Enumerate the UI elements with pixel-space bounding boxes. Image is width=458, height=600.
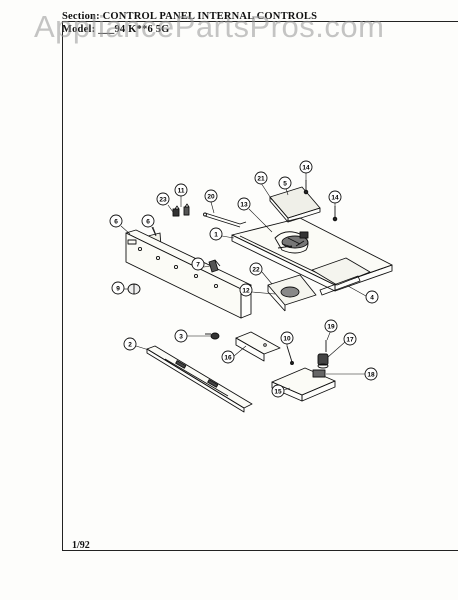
callout-label: 6 — [146, 218, 150, 225]
square-cover — [311, 257, 371, 296]
callout-label: 21 — [257, 175, 265, 182]
callout-label: 20 — [207, 193, 215, 200]
section-header: Section: CONTROL PANEL INTERNAL CONTROLS… — [62, 10, 317, 36]
callout-label: 22 — [252, 266, 260, 273]
channel-bracket — [235, 331, 281, 362]
leader-lines — [120, 173, 367, 391]
actuator-rod — [203, 212, 247, 228]
motor-bracket — [267, 274, 317, 312]
wire-connector — [286, 345, 294, 365]
callout-label: 18 — [367, 371, 375, 378]
callout-17: 17 — [343, 332, 357, 346]
callout-1: 1 — [209, 227, 223, 241]
callout-20: 20 — [204, 189, 218, 203]
watermark-logo: AppliancePartsPros.com — [34, 9, 385, 44]
bottom-rule — [62, 550, 458, 551]
callout-label: 4 — [370, 294, 374, 301]
callout-11: 11 — [174, 183, 188, 197]
callout-10: 10 — [280, 331, 294, 345]
callout-9: 9 — [111, 281, 125, 295]
callout-label: 1 — [214, 231, 218, 238]
callout-6-right: 6 — [141, 214, 155, 228]
callout-label: 23 — [159, 196, 167, 203]
model-line: Model: ___94 K**6 5G — [62, 24, 170, 35]
callout-label: 17 — [346, 336, 354, 343]
callout-6-left: 6 — [109, 214, 123, 228]
lower-bracket — [271, 367, 336, 402]
callout-4: 4 — [365, 290, 379, 304]
callout-label: 2 — [128, 341, 132, 348]
callout-label: 16 — [224, 354, 232, 361]
callout-7: 7 — [191, 257, 205, 271]
top-cover — [269, 186, 321, 223]
callout-label: 14 — [331, 194, 339, 201]
central-mechanism — [274, 231, 309, 254]
callout-3: 3 — [174, 329, 188, 343]
callout-16: 16 — [221, 350, 235, 364]
switch-assembly — [317, 340, 329, 369]
callout-label: 11 — [178, 187, 185, 194]
callout-label: 14 — [302, 164, 310, 171]
long-rail — [146, 345, 253, 413]
callout-markers: 21 14 5 14 11 23 20 13 6 6 1 7 22 12 4 9… — [109, 160, 379, 398]
control-panel-bar — [125, 229, 252, 319]
callout-label: 5 — [283, 180, 287, 187]
callout-label: 19 — [327, 323, 335, 330]
top-rule — [62, 21, 458, 22]
callout-5: 5 — [278, 176, 292, 190]
callout-label: 12 — [242, 287, 250, 294]
indicator-insert — [208, 259, 221, 273]
callout-22: 22 — [249, 262, 263, 276]
callout-label: 6 — [114, 218, 118, 225]
internal-panel-plate — [231, 217, 393, 292]
callout-13: 13 — [237, 197, 251, 211]
callout-label: 13 — [240, 201, 248, 208]
callout-18: 18 — [364, 367, 378, 381]
callout-15: 15 — [271, 384, 285, 398]
callout-19: 19 — [324, 319, 338, 333]
screw-fasteners — [303, 180, 338, 222]
callout-23: 23 — [156, 192, 170, 206]
section-title: Section: CONTROL PANEL INTERNAL CONTROLS — [62, 11, 318, 22]
callout-label: 3 — [179, 333, 183, 340]
left-rule — [62, 21, 63, 551]
callout-label: 9 — [116, 285, 120, 292]
page-number: 1/92 — [72, 540, 90, 551]
callout-2: 2 — [123, 337, 137, 351]
callout-label: 15 — [274, 388, 282, 395]
control-knob — [127, 283, 141, 295]
callout-14-top: 14 — [299, 160, 313, 174]
callout-label: 7 — [196, 261, 200, 268]
callout-21: 21 — [254, 171, 268, 185]
callout-label: 10 — [283, 335, 291, 342]
spring-clips — [172, 203, 190, 217]
callout-12: 12 — [239, 283, 253, 297]
callout-14-right: 14 — [328, 190, 342, 204]
